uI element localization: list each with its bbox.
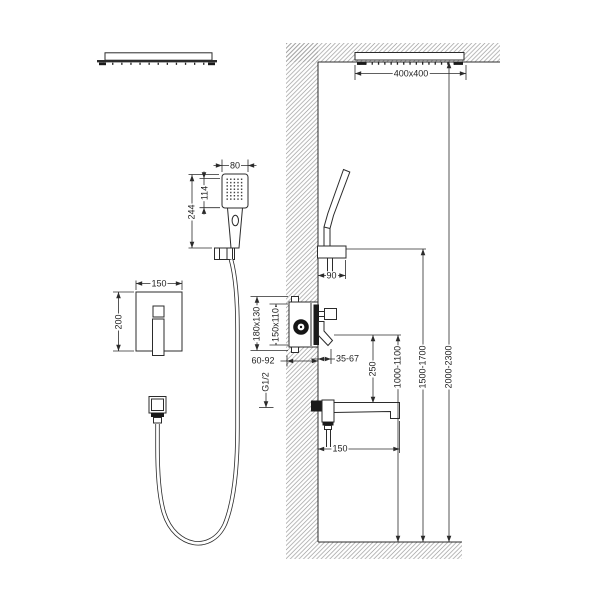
shower-holder-front bbox=[214, 247, 235, 260]
spray-nozzles bbox=[226, 178, 244, 200]
hand-shower-side bbox=[317, 168, 351, 272]
dim-label-overhead-height: 2000-2300 bbox=[443, 344, 454, 390]
mixer-trim-front bbox=[135, 291, 183, 356]
dim-label-mixer-height: 200 bbox=[112, 312, 124, 331]
floor-hatch bbox=[286, 542, 462, 559]
overhead-shower-section bbox=[354, 52, 465, 65]
dim-holder-height bbox=[346, 248, 426, 542]
tub-spout-side bbox=[311, 399, 400, 447]
diverter-knob-side bbox=[324, 308, 337, 320]
dim-label-spout-projection: 150 bbox=[331, 443, 349, 454]
shower-holder-side bbox=[317, 245, 347, 259]
hand-shower-front bbox=[214, 173, 249, 260]
diverter-button bbox=[152, 305, 165, 318]
room-surfaces bbox=[317, 61, 500, 543]
dim-thread bbox=[259, 391, 274, 408]
dim-label-handle-projection: 35-67 bbox=[334, 353, 361, 364]
overhead-shower-front bbox=[97, 52, 217, 66]
mixer-valve-section bbox=[288, 296, 337, 353]
shower-hose bbox=[155, 258, 240, 546]
dim-label-rough-in-inner: 150x110 bbox=[270, 306, 281, 343]
handle-button bbox=[231, 214, 240, 227]
dim-label-thread: G1/2 bbox=[260, 370, 271, 393]
dim-label-valve-height: 1000-1100 bbox=[392, 344, 403, 390]
dim-label-mixer-width: 150 bbox=[150, 277, 168, 289]
dim-embedment-depth bbox=[280, 355, 318, 367]
dim-overhead-height bbox=[446, 62, 452, 542]
dim-label-holder-height: 1500-1700 bbox=[417, 344, 428, 390]
lever-handle-side bbox=[318, 321, 334, 347]
front-view bbox=[97, 52, 257, 546]
lever-handle-front bbox=[152, 318, 165, 356]
dim-label-overhead-size: 400x400 bbox=[392, 67, 430, 79]
dim-label-embedment-depth: 60-92 bbox=[250, 355, 276, 366]
wall-outlet-front bbox=[148, 396, 167, 424]
dim-label-holder-projection: 90 bbox=[325, 269, 338, 281]
dim-label-rough-in-outer: 180x130 bbox=[251, 305, 262, 342]
section-view bbox=[250, 43, 500, 559]
dim-label-hand-shower-width: 80 bbox=[228, 159, 242, 171]
dim-label-hand-shower-total-length: 244 bbox=[186, 202, 197, 221]
dim-handle-projection bbox=[311, 349, 335, 364]
dim-label-hand-shower-head-length: 114 bbox=[198, 184, 210, 202]
dim-label-valve-to-spout: 250 bbox=[367, 360, 378, 378]
wall-hatch bbox=[286, 43, 318, 542]
